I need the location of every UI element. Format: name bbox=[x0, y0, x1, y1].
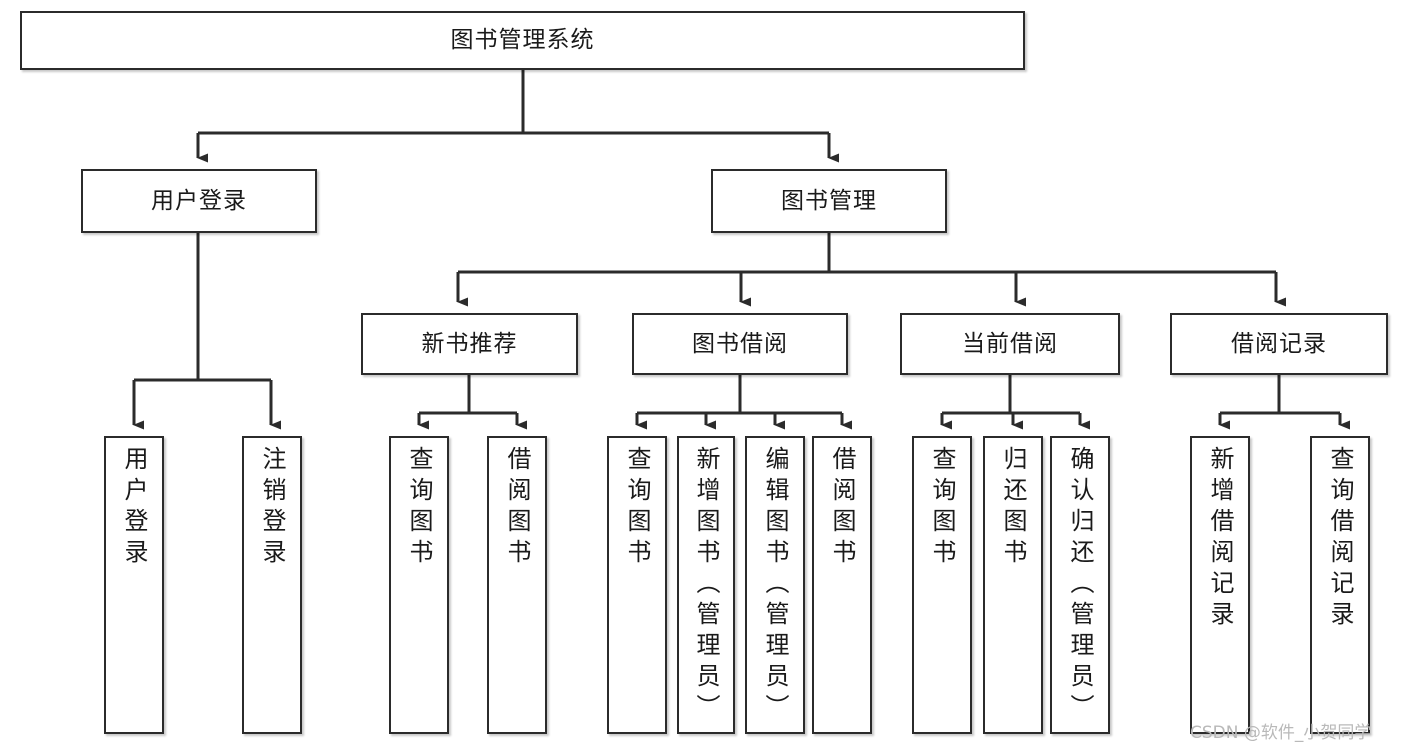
node-leaf-user-login[interactable]: 用户登录 bbox=[104, 436, 164, 734]
csdn-watermark: CSDN @软件_小贺同学 bbox=[1190, 723, 1372, 743]
node-user-login[interactable]: 用户登录 bbox=[81, 169, 317, 233]
node-leaf-return-book[interactable]: 归还图书 bbox=[983, 436, 1043, 734]
node-leaf-add-book-admin[interactable]: 新增图书（管理员） bbox=[677, 436, 735, 734]
node-label: 查询图书 bbox=[928, 446, 956, 570]
node-leaf-query-borrow-record[interactable]: 查询借阅记录 bbox=[1310, 436, 1370, 734]
node-leaf-confirm-return-admin[interactable]: 确认归还（管理员） bbox=[1050, 436, 1110, 734]
node-label: 查询图书 bbox=[623, 446, 651, 570]
node-leaf-edit-book-admin[interactable]: 编辑图书（管理员） bbox=[745, 436, 805, 734]
node-label: 新增图书（管理员） bbox=[692, 446, 720, 725]
node-leaf-add-borrow-record[interactable]: 新增借阅记录 bbox=[1190, 436, 1250, 734]
node-label: 借阅图书 bbox=[828, 446, 856, 570]
node-label: 图书管理系统 bbox=[450, 27, 595, 54]
node-label: 查询借阅记录 bbox=[1326, 446, 1354, 632]
node-label: 新增借阅记录 bbox=[1206, 446, 1234, 632]
node-label: 借阅图书 bbox=[503, 446, 531, 570]
node-leaf-borrow-book[interactable]: 借阅图书 bbox=[812, 436, 872, 734]
node-book-management[interactable]: 图书管理 bbox=[711, 169, 947, 233]
node-label: 查询图书 bbox=[405, 446, 433, 570]
node-book-management-system[interactable]: 图书管理系统 bbox=[20, 11, 1025, 70]
node-label: 当前借阅 bbox=[962, 330, 1058, 357]
node-label: 图书借阅 bbox=[692, 330, 788, 357]
node-label: 用户登录 bbox=[151, 187, 247, 214]
node-label: 借阅记录 bbox=[1231, 330, 1327, 357]
node-leaf-query-book-recommend[interactable]: 查询图书 bbox=[389, 436, 449, 734]
node-leaf-borrow-book-recommend[interactable]: 借阅图书 bbox=[487, 436, 547, 734]
node-new-book-recommend[interactable]: 新书推荐 bbox=[361, 313, 578, 375]
node-label: 新书推荐 bbox=[421, 330, 518, 357]
node-current-borrow[interactable]: 当前借阅 bbox=[900, 313, 1120, 375]
node-book-borrow[interactable]: 图书借阅 bbox=[632, 313, 848, 375]
node-label: 归还图书 bbox=[999, 446, 1027, 570]
node-label: 注销登录 bbox=[258, 446, 286, 570]
node-label: 图书管理 bbox=[781, 187, 877, 214]
node-label: 用户登录 bbox=[120, 446, 148, 570]
node-label: 编辑图书（管理员） bbox=[761, 446, 789, 725]
node-borrow-record[interactable]: 借阅记录 bbox=[1170, 313, 1388, 375]
node-leaf-user-logout[interactable]: 注销登录 bbox=[242, 436, 302, 734]
node-leaf-query-book-current[interactable]: 查询图书 bbox=[912, 436, 972, 734]
node-label: 确认归还（管理员） bbox=[1066, 446, 1094, 725]
node-leaf-query-book[interactable]: 查询图书 bbox=[607, 436, 667, 734]
